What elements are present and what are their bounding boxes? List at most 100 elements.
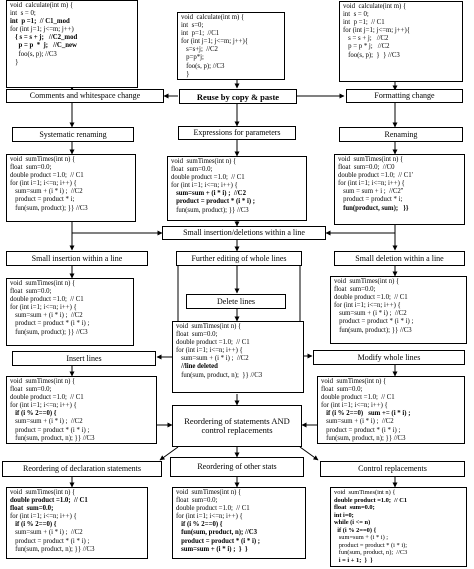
reuse-copy-paste-label: Reuse by copy & paste: [179, 89, 297, 104]
code-line: float sum=0.0;: [176, 331, 218, 339]
code-line: double product =1.0; // C1: [321, 394, 395, 402]
code-line: fun(sum, product); }} //C3: [10, 204, 88, 212]
code-mid-right: void sumTimes(int n) {float sum=0.0; //C…: [334, 154, 465, 225]
code-line: product = product * (i * i) ;: [10, 320, 90, 328]
code-line: s=s+j; //C2: [181, 46, 218, 54]
code-line: sum=sum + (i * i) ; //C2: [10, 418, 83, 426]
code-line: p = p * j; //C_new: [10, 42, 77, 50]
code-mid-center: void sumTimes(int n) {float sum=0.0;doub…: [167, 156, 307, 221]
code-r3-left: void sumTimes(int n) {float sum=0.0;doub…: [6, 278, 134, 346]
code-line: int s = 0;: [343, 11, 369, 19]
code-line: void sumTimes(int n) {: [176, 323, 242, 330]
code-line: product = product * (i * i) ;: [334, 318, 414, 326]
code-line: fun(sum, product, n); }} //C3: [321, 434, 406, 442]
control-replacements-label: Control replacements: [320, 461, 465, 477]
code-line: p = p * j; //C2: [343, 43, 390, 51]
code-line: foo(s, p); //C3: [10, 50, 57, 58]
code-line: //line deleted: [176, 363, 218, 371]
reordering-other-label: Reordering of other stats: [170, 457, 304, 477]
code-line: for (int i=1; i<=n; i++) {: [176, 347, 243, 355]
code-line: if (i % 2==0) {: [10, 410, 57, 418]
code-line: double product =1.0; // C1: [176, 505, 250, 513]
code-line: for (int i=1; i<=n; i++) {: [10, 402, 77, 410]
code-line: product = product * (i * i) ;: [10, 426, 90, 434]
code-line: if (i % 2==0) sum += (i * i) ;: [321, 410, 411, 418]
code-line: sum=sum + (i * i) ; //C2: [171, 190, 246, 198]
code-line: s = s + j; //C2: [343, 35, 389, 43]
code-bottom-right: void sumTimes(int n) {double product =1.…: [330, 487, 467, 567]
code-line: while (i <= n): [334, 519, 371, 526]
formatting-change-label: Formatting change: [346, 89, 463, 103]
code-bottom-left: void sumTimes(int n) {double product =1.…: [6, 487, 148, 559]
code-line: float sum=0.0;: [176, 497, 218, 505]
expressions-params-label: Expressions for parameters: [178, 126, 296, 140]
code-line: int p =1; // C1_mod: [10, 18, 70, 26]
code-line: }: [10, 58, 19, 66]
code-line: void sumTimes(int n) {: [321, 378, 387, 385]
code-line: float sum=0.0; //C0: [338, 164, 395, 172]
code-line: fun(sum, product); }} //C3: [10, 328, 88, 336]
small-insertion-label: Small insertion within a line: [6, 251, 148, 266]
code-line: double product =1.0; // C1: [176, 339, 250, 347]
code-line: int i=0;: [334, 511, 354, 519]
code-line: double product =1.0; // C1': [338, 172, 413, 180]
code-line: for (int j=1; j<=m; j++){: [343, 27, 410, 35]
code-line: double product =1.0; // C1: [334, 496, 408, 504]
code-line: for (int i=1; i<=n; i++) {: [334, 302, 401, 310]
code-line: fun(sum, product, n); //C3: [334, 549, 408, 556]
code-inserted-lines: void sumTimes(int n) {float sum=0.0;doub…: [6, 376, 157, 444]
code-line: product = product * (i * i) ;: [321, 426, 401, 434]
code-line: double product =1.0; // C1: [171, 174, 245, 182]
code-line: float sum=0.0;: [10, 386, 52, 394]
code-top-left: void calculate(int m) {int s = 0;int p =…: [6, 0, 138, 88]
reordering-declaration-label: Reordering of declaration statements: [2, 461, 162, 477]
code-line: fun(sum, product, n); }} //C3: [10, 434, 95, 442]
code-line: product = product * (i * i) ;: [171, 198, 256, 206]
code-line: for (int i=1; i<=n; i++) {: [10, 304, 77, 312]
modify-lines-label: Modify whole lines: [313, 350, 465, 365]
code-line: product = product * (i * i);: [334, 541, 407, 549]
code-line: fun(sum, product, n); //C3: [176, 529, 258, 537]
further-editing-label: Further editing of whole lines: [176, 251, 302, 266]
code-line: product = product * i;: [338, 196, 403, 204]
code-line: sum = sum + i ; //C2'': [338, 188, 404, 196]
code-line: i = i + 1; } }: [334, 556, 373, 564]
code-line: float sum=0.0;: [321, 386, 363, 394]
code-line: for (int i=1; i<=n; i++) {: [176, 513, 243, 521]
code-line: int p =1; // C1: [343, 19, 385, 27]
code-line: if (i % 2==0) {: [176, 521, 223, 529]
comments-whitespace-label: Comments and whitespace change: [6, 89, 164, 103]
code-line: int s = 0;: [10, 10, 36, 18]
code-line: void sumTimes(int n) {: [10, 378, 76, 385]
code-line: double product =1.0; // C1: [10, 394, 84, 402]
code-line: void sumTimes(int n) {: [10, 156, 76, 163]
code-line: void sumTimes(int n) {: [176, 489, 242, 496]
code-line: sum=sum + (i * i) ; //C2: [334, 310, 407, 318]
code-line: void sumTimes(int n) {: [10, 489, 76, 496]
code-line: float sum=0.0;: [171, 166, 213, 174]
code-line: for (int i=1; i<=n; i++) {: [338, 180, 405, 188]
code-line: float sum=0.0;: [334, 286, 376, 294]
code-line: for (int i=1; i<=n; i++) {: [171, 182, 238, 190]
code-line: fun(sum, product, n); }} //C3: [10, 545, 95, 553]
code-line: float sum=0.0;: [10, 505, 54, 513]
code-line: for (int i=1; i<=n; i++) {: [10, 513, 77, 521]
code-line: fun(sum, product); }} //C3: [171, 206, 249, 214]
code-line: double product =1.0; // C1: [10, 497, 88, 505]
code-line: fun(sum, product); }} //C3: [334, 326, 412, 334]
code-mid-left: void sumTimes(int n) {float sum=0.0;doub…: [6, 154, 136, 222]
insert-lines-label: Insert lines: [12, 351, 156, 366]
code-line: sum=sum + (i * i) ; //C2: [10, 188, 83, 196]
code-bottom-mid: void sumTimes(int n) {float sum=0.0;doub…: [172, 487, 306, 559]
code-line: product = product * (i * i) ;: [10, 537, 90, 545]
code-line: double product =1.0; // C1: [334, 294, 408, 302]
code-line: int s=0;: [181, 22, 204, 30]
delete-lines-label: Delete lines: [186, 294, 286, 309]
code-line: float sum=0.0;: [10, 288, 52, 296]
code-line: sum=sum + (i * i) ; //C2: [176, 355, 249, 363]
code-line: p=p*j;: [181, 54, 204, 62]
code-r3-right: void sumTimes(int n) {float sum=0.0;doub…: [330, 276, 467, 344]
code-line: fun(product, sum); }}: [338, 204, 409, 212]
code-line: sum=sum + (i * i) ; //C2: [10, 529, 83, 537]
code-line: sum=sum + (i * i) ; //C2: [10, 312, 83, 320]
